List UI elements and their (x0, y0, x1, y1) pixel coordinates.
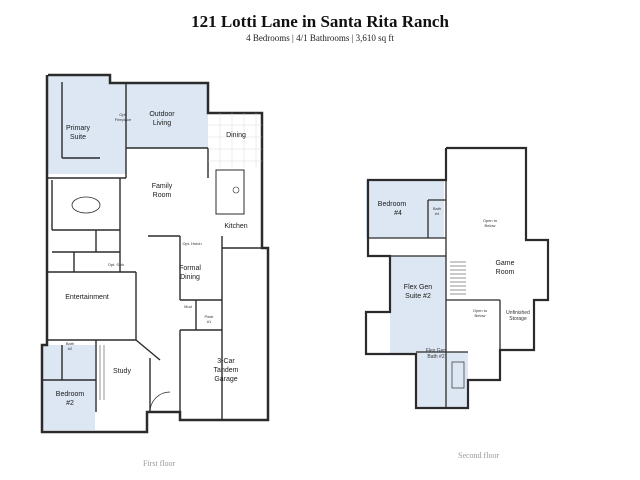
flex-bath-tub (451, 361, 465, 389)
room-primary-suite-line2: Suite (70, 134, 86, 141)
bedroom2-area (42, 345, 95, 430)
room-study: Study (113, 368, 131, 375)
room-bedroom2-line1: Bedroom (56, 391, 85, 398)
room-bath2-line1: Bath (66, 341, 74, 346)
room-outdoor-living-line2: Living (153, 120, 171, 127)
label-open-below-2-line1: Open to (473, 308, 488, 313)
second-floor-labels: Bedroom #4 Bath #4 Game Room Flex Gen Su… (378, 201, 530, 360)
room-bedroom2-line2: #2 (66, 400, 74, 407)
room-outdoor-living-line1: Outdoor (149, 111, 175, 118)
label-open-below-1-line1: Open to (483, 218, 498, 223)
first-floor-plan (40, 73, 270, 434)
second-floor-label: Second floor (458, 451, 500, 460)
first-floor-outer-wall (40, 73, 270, 434)
label-open-below-2-line2: Below (475, 313, 486, 318)
room-formal-dining-line1: Formal (179, 265, 201, 272)
room-game-line1: Game (495, 260, 514, 267)
room-family-line1: Family (152, 183, 173, 190)
label-opt-hutch: Opt. Hutch (182, 241, 201, 246)
flex-bath-area (416, 352, 468, 408)
first-floor-labels: Primary Suite Outdoor Living Dining Fami… (56, 111, 248, 407)
room-bath2-line2: #2 (68, 346, 73, 351)
outdoor-living-area (126, 82, 208, 148)
room-entertainment: Entertainment (65, 294, 109, 301)
kitchen-sink (232, 186, 240, 194)
room-powder-line2: #1 (207, 319, 212, 324)
kitchen-island (215, 169, 245, 215)
room-flex-bath-line2: Bath #2 (427, 354, 444, 360)
room-flex-suite-line1: Flex Gen (404, 284, 433, 291)
label-fireplace-line2: Fireplace (115, 117, 132, 122)
label-fireplace-line1: Opt. (119, 112, 127, 117)
page-subtitle: 4 Bedrooms | 4/1 Bathrooms | 3,610 sq ft (246, 33, 394, 43)
room-garage-line3: Garage (214, 376, 237, 383)
room-bath4-line2: #4 (435, 211, 440, 216)
room-powder-line1: Pwdr (204, 314, 214, 319)
room-flex-suite-line2: Suite #2 (405, 293, 431, 300)
second-floor-plan (364, 146, 550, 410)
room-flex-bath-line1: Flex Gen (426, 348, 447, 354)
room-bedroom4-line1: Bedroom (378, 201, 407, 208)
room-bedroom4-line2: #4 (394, 210, 402, 217)
flex-suite-area (390, 256, 446, 354)
room-garage-line2: Tandem (214, 367, 239, 374)
second-floor-outer-wall (364, 146, 550, 410)
first-floor-label: First floor (143, 459, 176, 468)
primary-suite-area (48, 75, 126, 174)
bedroom4-area (366, 180, 444, 238)
room-bath4-line1: Bath (433, 206, 441, 211)
label-mud: Mud (184, 304, 192, 309)
page-title: 121 Lotti Lane in Santa Rita Ranch (191, 12, 449, 31)
room-unfinished-line1: Unfinished (506, 310, 530, 316)
room-unfinished-line2: Storage (509, 316, 527, 322)
label-open-below-1-line2: Below (485, 223, 496, 228)
room-game-line2: Room (496, 269, 515, 276)
room-kitchen: Kitchen (224, 223, 247, 230)
room-primary-suite-line1: Primary (66, 125, 91, 132)
room-family-line2: Room (153, 192, 172, 199)
primary-bathtub (71, 196, 101, 214)
room-garage-line1: 3-Car (217, 358, 235, 365)
room-formal-dining-line2: Dining (180, 274, 200, 281)
entry-door-swing (149, 391, 171, 413)
label-opt-sink: Opt. Sink (108, 262, 124, 267)
room-dining: Dining (226, 132, 246, 139)
